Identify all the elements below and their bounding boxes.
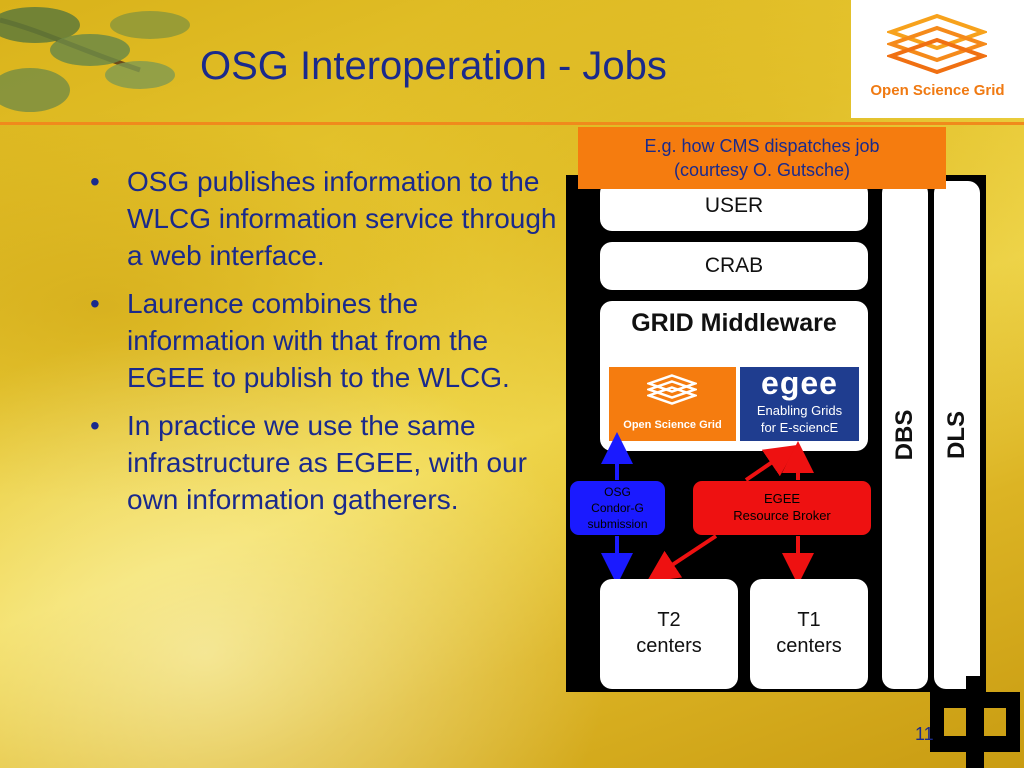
osg-middleware-logo-text: Open Science Grid: [623, 419, 722, 431]
bullet-text: Laurence combines the information with t…: [127, 288, 510, 393]
bullet-item: • OSG publishes information to the WLCG i…: [90, 163, 560, 274]
dbs-label: DBS: [891, 409, 918, 461]
grid-middleware-box: GRID Middleware Open Science Grid egee E…: [600, 301, 868, 451]
bullet-text: In practice we use the same infrastructu…: [127, 410, 527, 515]
t1-label: T1: [797, 609, 821, 631]
dls-column: DLS: [934, 181, 980, 689]
osg-layers-icon: [887, 13, 987, 75]
t2-sublabel: centers: [636, 635, 702, 657]
pine-branch-decoration: [0, 7, 190, 112]
caption-line2: (courtesy O. Gutsche): [673, 160, 851, 180]
bullet-item: • In practice we use the same infrastruct…: [90, 407, 560, 518]
bullet-list: • OSG publishes information to the WLCG i…: [90, 163, 560, 529]
user-box: USER: [600, 181, 868, 231]
t2-centers-box: T2 centers: [600, 579, 738, 689]
egee-logo: egee Enabling Grids for E-sciencE: [740, 365, 859, 441]
dbs-column: DBS: [882, 181, 928, 689]
bullet-marker: •: [90, 288, 100, 319]
egee-brand: egee: [761, 365, 838, 401]
osg-middleware-logo: Open Science Grid: [609, 367, 736, 441]
osg-logo: Open Science Grid: [851, 0, 1024, 118]
egee-broker-line2: Resource Broker: [733, 508, 831, 523]
fermilab-logo-icon: [930, 676, 1020, 768]
dispatch-arrows: [601, 432, 814, 585]
cms-job-diagram: USER CRAB GRID Middleware Open Science G…: [566, 175, 986, 692]
osg-submission-line3: submission: [587, 517, 648, 531]
t1-centers-box: T1 centers: [750, 579, 868, 689]
arrow-broker-up-left: [744, 444, 798, 482]
egee-tagline-2: for E-sciencE: [760, 420, 839, 435]
t1-sublabel: centers: [776, 635, 842, 657]
title-divider: [0, 122, 1024, 125]
osg-submission-line1: OSG: [604, 485, 631, 499]
bullet-marker: •: [90, 166, 100, 197]
grid-middleware-label: GRID Middleware: [631, 309, 837, 337]
diagram-caption: E.g. how CMS dispatches job (courtesy O.…: [578, 127, 946, 189]
bullet-text: OSG publishes information to the WLCG in…: [127, 166, 557, 271]
dls-label: DLS: [943, 411, 970, 459]
osg-condor-submission-box: OSG Condor-G submission: [570, 481, 665, 535]
bullet-item: • Laurence combines the information with …: [90, 285, 560, 396]
slide-title: OSG Interoperation - Jobs: [200, 44, 667, 88]
t2-label: T2: [657, 609, 681, 631]
crab-box: CRAB: [600, 242, 868, 290]
caption-line1: E.g. how CMS dispatches job: [644, 136, 880, 156]
bullet-marker: •: [90, 410, 100, 441]
egee-broker-line1: EGEE: [763, 491, 801, 506]
osg-logo-text: Open Science Grid: [870, 82, 1005, 99]
egee-resource-broker-box: EGEE Resource Broker: [693, 481, 871, 535]
page-number: 11: [915, 724, 934, 744]
osg-layers-icon: [647, 374, 697, 405]
egee-tagline-1: Enabling Grids: [756, 403, 843, 418]
osg-submission-line2: Condor-G: [591, 501, 644, 515]
arrow-broker-to-t2: [646, 534, 718, 582]
